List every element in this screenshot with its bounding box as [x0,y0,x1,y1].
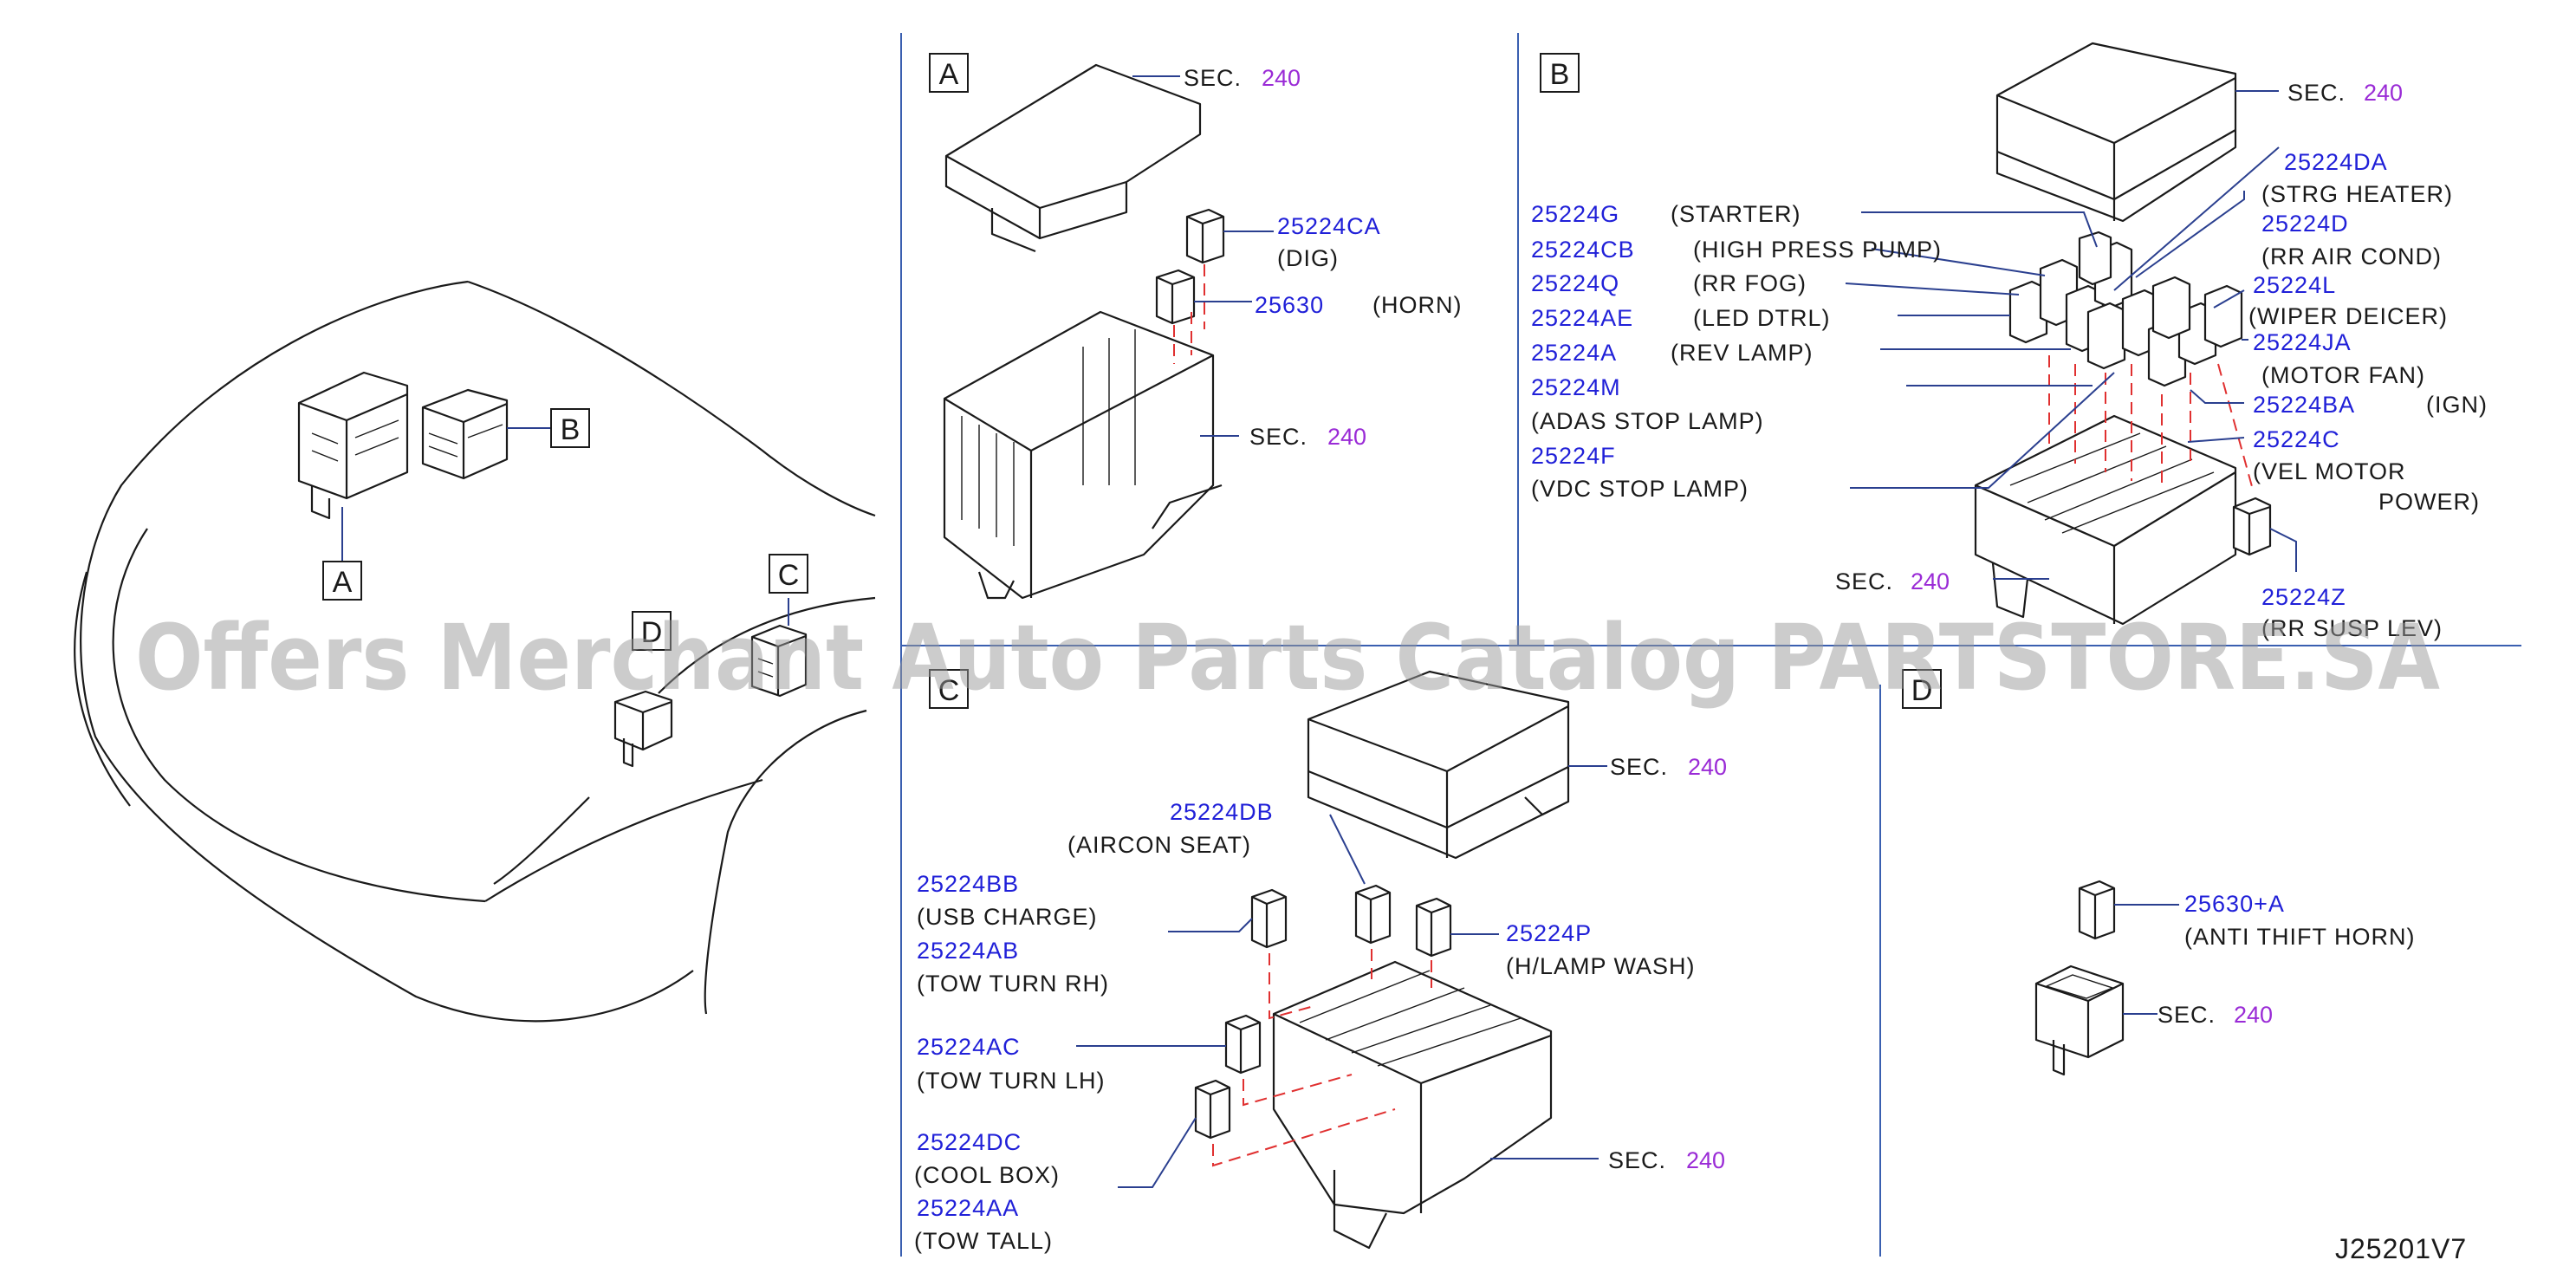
panel-d-sec-num: 240 [2234,1002,2273,1028]
panel-b-right-part-3: 25224L [2253,272,2336,298]
panel-a-sec-bottom: SEC. [1249,424,1307,450]
panel-c-desc-2: (USB CHARGE) [917,904,1098,930]
panel-b-sec-bottom: SEC. [1835,568,1893,594]
panel-c-part-4: 25224P [1506,920,1592,946]
panel-b-left-desc-7: (VDC STOP LAMP) [1531,476,1749,502]
panel-b-right-part-7: 25224Z [2261,584,2346,610]
panel-b-left-part-3: 25224Q [1531,270,1619,296]
panel-b-left-desc-2: (HIGH PRESS PUMP) [1693,237,1942,263]
panel-a-part-2: 25630 [1255,292,1324,318]
panel-b-left-part-4: 25224AE [1531,305,1633,331]
panel-b-right-desc-7: (RR SUSP LEV) [2261,615,2443,641]
overview-label-c: C [778,559,800,592]
panel-a-sec-top: SEC. [1184,65,1242,91]
panel-b-sec-top: SEC. [2287,80,2346,106]
panel-a-sec-bottom-num: 240 [1327,424,1366,450]
panel-b-left-desc-6: (ADAS STOP LAMP) [1531,408,1764,434]
panel-c-part-1: 25224DB [1170,799,1274,825]
panel-b-left-part-2: 25224CB [1531,237,1635,263]
panel-b-left-part-7: 25224F [1531,443,1616,469]
vehicle-overview: B A C D [74,280,876,1023]
panel-b-left-desc-3: (RR FOG) [1693,270,1807,296]
panel-c-sec-bottom-num: 240 [1686,1147,1725,1173]
panel-b-right-part-1: 25224DA [2284,149,2388,175]
panel-c-part-7: 25224AA [917,1195,1019,1221]
panel-c-desc-3: (TOW TURN RH) [917,971,1109,997]
overview-label-b: B [561,413,581,446]
panel-c-part-3: 25224AB [917,938,1019,964]
panel-d-part-1: 25630+A [2184,891,2285,917]
panel-a-desc-1: (DIG) [1277,245,1339,271]
panel-b-left-desc-5: (REV LAMP) [1671,340,1814,366]
panel-b-sec-top-num: 240 [2364,80,2403,106]
panel-b-right-desc-6b: POWER) [2378,489,2480,515]
panel-c-desc-1: (AIRCON SEAT) [1067,832,1251,858]
panel-a-sec-top-num: 240 [1262,65,1301,91]
panel-c-desc-4: (H/LAMP WASH) [1506,953,1696,979]
panel-dividers [900,33,2521,1257]
overview-label-d: D [641,616,663,649]
panel-c-part-2: 25224BB [917,871,1019,897]
panel-b-right-desc-2: (RR AIR COND) [2261,244,2442,270]
panel-b-right-part-5: 25224BA [2253,392,2355,418]
panel-c-sec-top: SEC. [1610,754,1668,780]
panel-a-part-1: 25224CA [1277,213,1381,239]
panel-b-right-desc-4: (MOTOR FAN) [2261,362,2425,388]
panel-a: A SEC. 240 25224CA (DIG) 25630 (HORN) [929,53,1462,600]
panel-c-desc-5: (TOW TURN LH) [917,1068,1106,1094]
panel-b-tag: B [1550,58,1570,91]
panel-b-right-desc-6: (VEL MOTOR [2253,458,2406,484]
panel-c-part-6: 25224DC [917,1129,1022,1155]
panel-c-sec-top-num: 240 [1688,754,1727,780]
panel-b-right-part-4: 25224JA [2253,329,2352,355]
panel-a-tag: A [939,58,959,91]
panel-b-sec-bottom-num: 240 [1911,568,1950,594]
watermark-text: Offers Merchant Auto Parts Catalog PARTS… [135,605,2440,711]
panel-c-part-5: 25224AC [917,1034,1021,1060]
panel-c-tag: C [938,674,960,707]
overview-label-a: A [333,566,353,599]
panel-d-sec: SEC. [2157,1002,2216,1028]
panel-b-right-desc-1: (STRG HEATER) [2261,181,2453,207]
panel-c-sec-bottom: SEC. [1608,1147,1666,1173]
panel-b-left-part-6: 25224M [1531,374,1621,400]
panel-b-left-desc-4: (LED DTRL) [1693,305,1831,331]
panel-b: B [1531,42,2488,641]
panel-a-desc-2: (HORN) [1372,292,1462,318]
panel-d-desc-1: (ANTI THIFT HORN) [2184,924,2416,950]
diagram-code: J25201V7 [2335,1233,2467,1264]
panel-b-right-part-2: 25224D [2261,211,2349,237]
panel-b-right-part-6: 25224C [2253,426,2340,452]
panel-d: D 25630+A (ANTI THIFT HORN) SEC. 240 [1902,669,2416,1076]
panel-c: C SEC. 240 [914,669,1727,1254]
panel-d-tag: D [1911,674,1933,707]
panel-b-right-desc-5: (IGN) [2426,392,2488,418]
panel-b-left-part-5: 25224A [1531,340,1617,366]
panel-c-desc-7: (TOW TALL) [914,1228,1053,1254]
panel-b-right-desc-3: (WIPER DEICER) [2248,303,2448,329]
panel-c-desc-6: (COOL BOX) [914,1162,1060,1188]
panel-b-left-part-1: 25224G [1531,201,1619,227]
panel-b-left-desc-1: (STARTER) [1671,201,1801,227]
